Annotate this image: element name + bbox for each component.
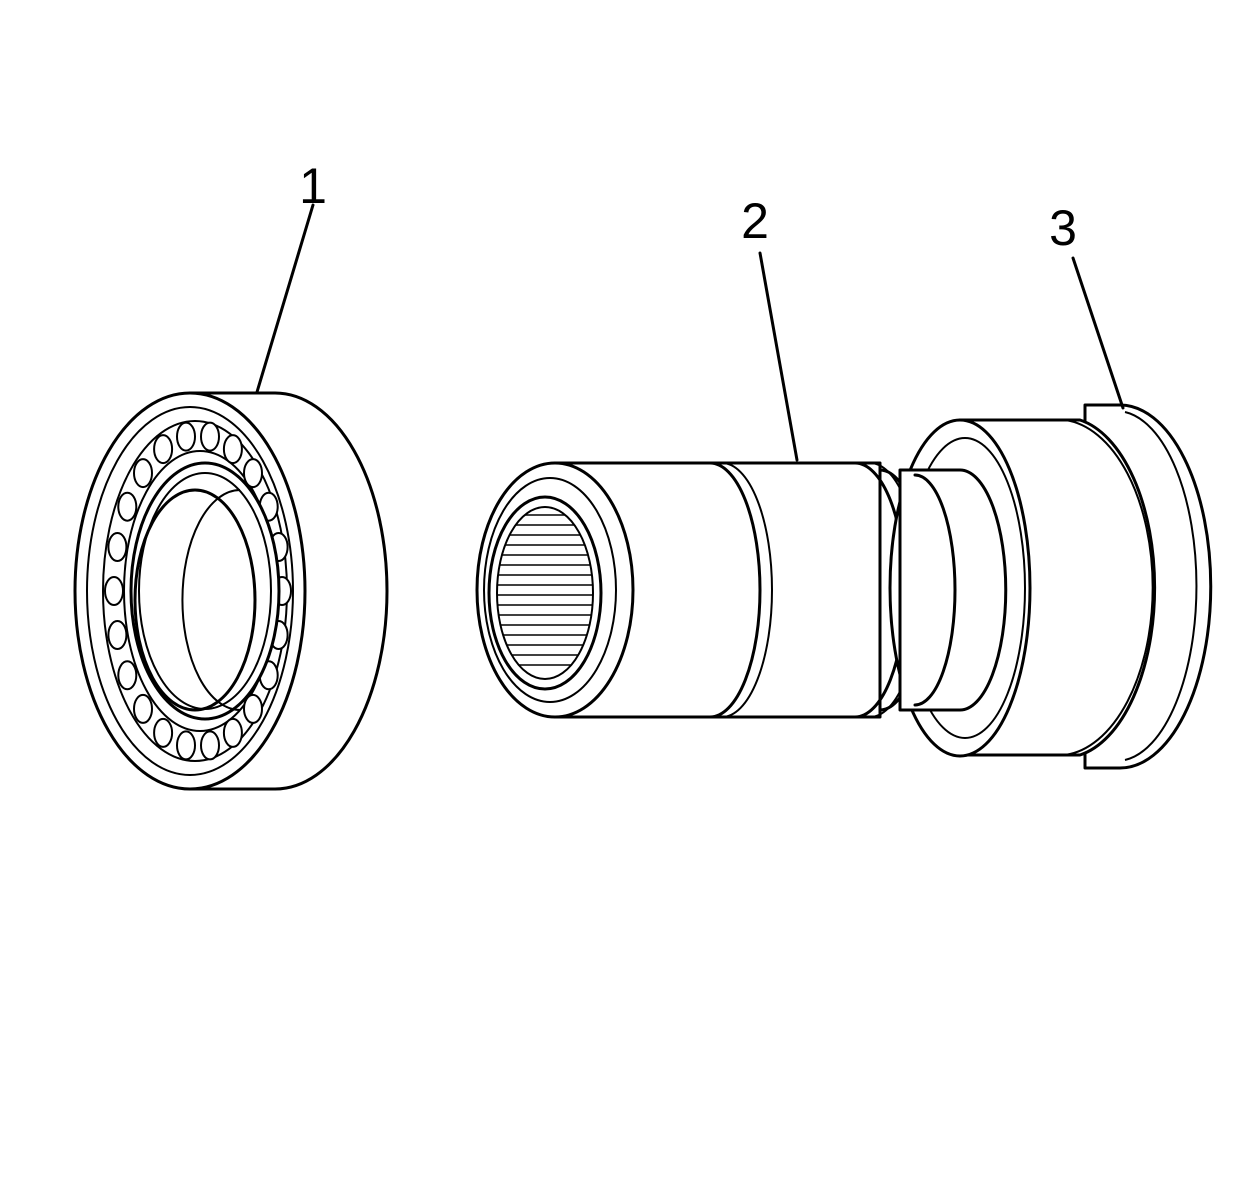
bearing-roller [117, 660, 138, 691]
bearing-roller [104, 576, 124, 606]
spline-teeth [497, 514, 593, 666]
bearing-roller [222, 717, 243, 748]
bearing-roller [107, 620, 128, 650]
callout-2: 2 [741, 193, 769, 249]
bearing-roller [176, 730, 196, 761]
bearing-roller [117, 491, 138, 522]
bearing-roller [133, 693, 153, 724]
leader-line-3 [1071, 256, 1125, 410]
roller-bearing [73, 391, 389, 791]
bearing-roller [176, 421, 196, 452]
callout-3: 3 [1049, 200, 1077, 256]
bearing-roller [243, 693, 263, 724]
callout-1: 1 [299, 158, 327, 214]
shaft [475, 461, 927, 719]
bearing-roller [243, 458, 263, 489]
leader-lines [255, 203, 1125, 462]
leader-line-1 [255, 203, 315, 394]
flange [888, 403, 1213, 770]
bearing-roller [153, 434, 174, 465]
bearing-roller [222, 434, 243, 465]
bearing-roller [200, 421, 220, 452]
leader-line-2 [758, 251, 799, 462]
bearing-roller [200, 730, 220, 761]
bearing-roller [107, 532, 128, 562]
bearing-roller [133, 458, 153, 489]
bearing-roller [153, 717, 174, 748]
